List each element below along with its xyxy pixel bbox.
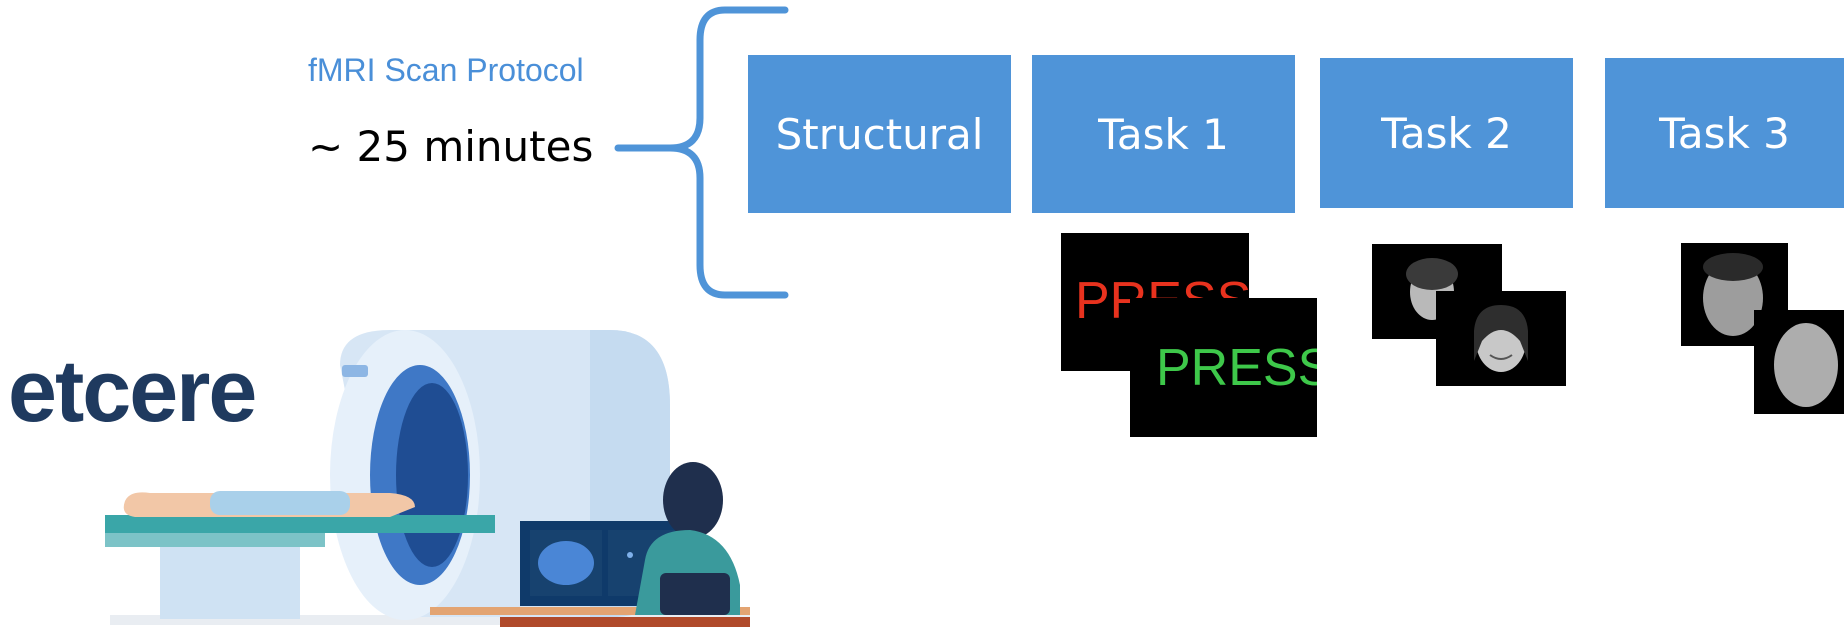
mri-scan-illustration (105, 330, 750, 627)
etcere-logo: etcere (8, 341, 257, 440)
block-task-2: Task 2 (1320, 58, 1573, 208)
protocol-title: fMRI Scan Protocol (308, 52, 584, 88)
press-stimulus-green: PRESS (1130, 298, 1317, 437)
face-image (1774, 323, 1838, 407)
face-image (1703, 253, 1763, 336)
face-image (1474, 305, 1528, 372)
block-structural: Structural (748, 55, 1011, 213)
face-stimulus-2 (1436, 291, 1566, 386)
block-task-3: Task 3 (1605, 58, 1844, 208)
block-task-1: Task 1 (1032, 55, 1295, 213)
duration-label: ~ 25 minutes (308, 122, 594, 171)
face-stimulus-4 (1754, 310, 1844, 414)
press-text-green: PRESS (1156, 339, 1317, 397)
curly-brace (614, 6, 789, 299)
